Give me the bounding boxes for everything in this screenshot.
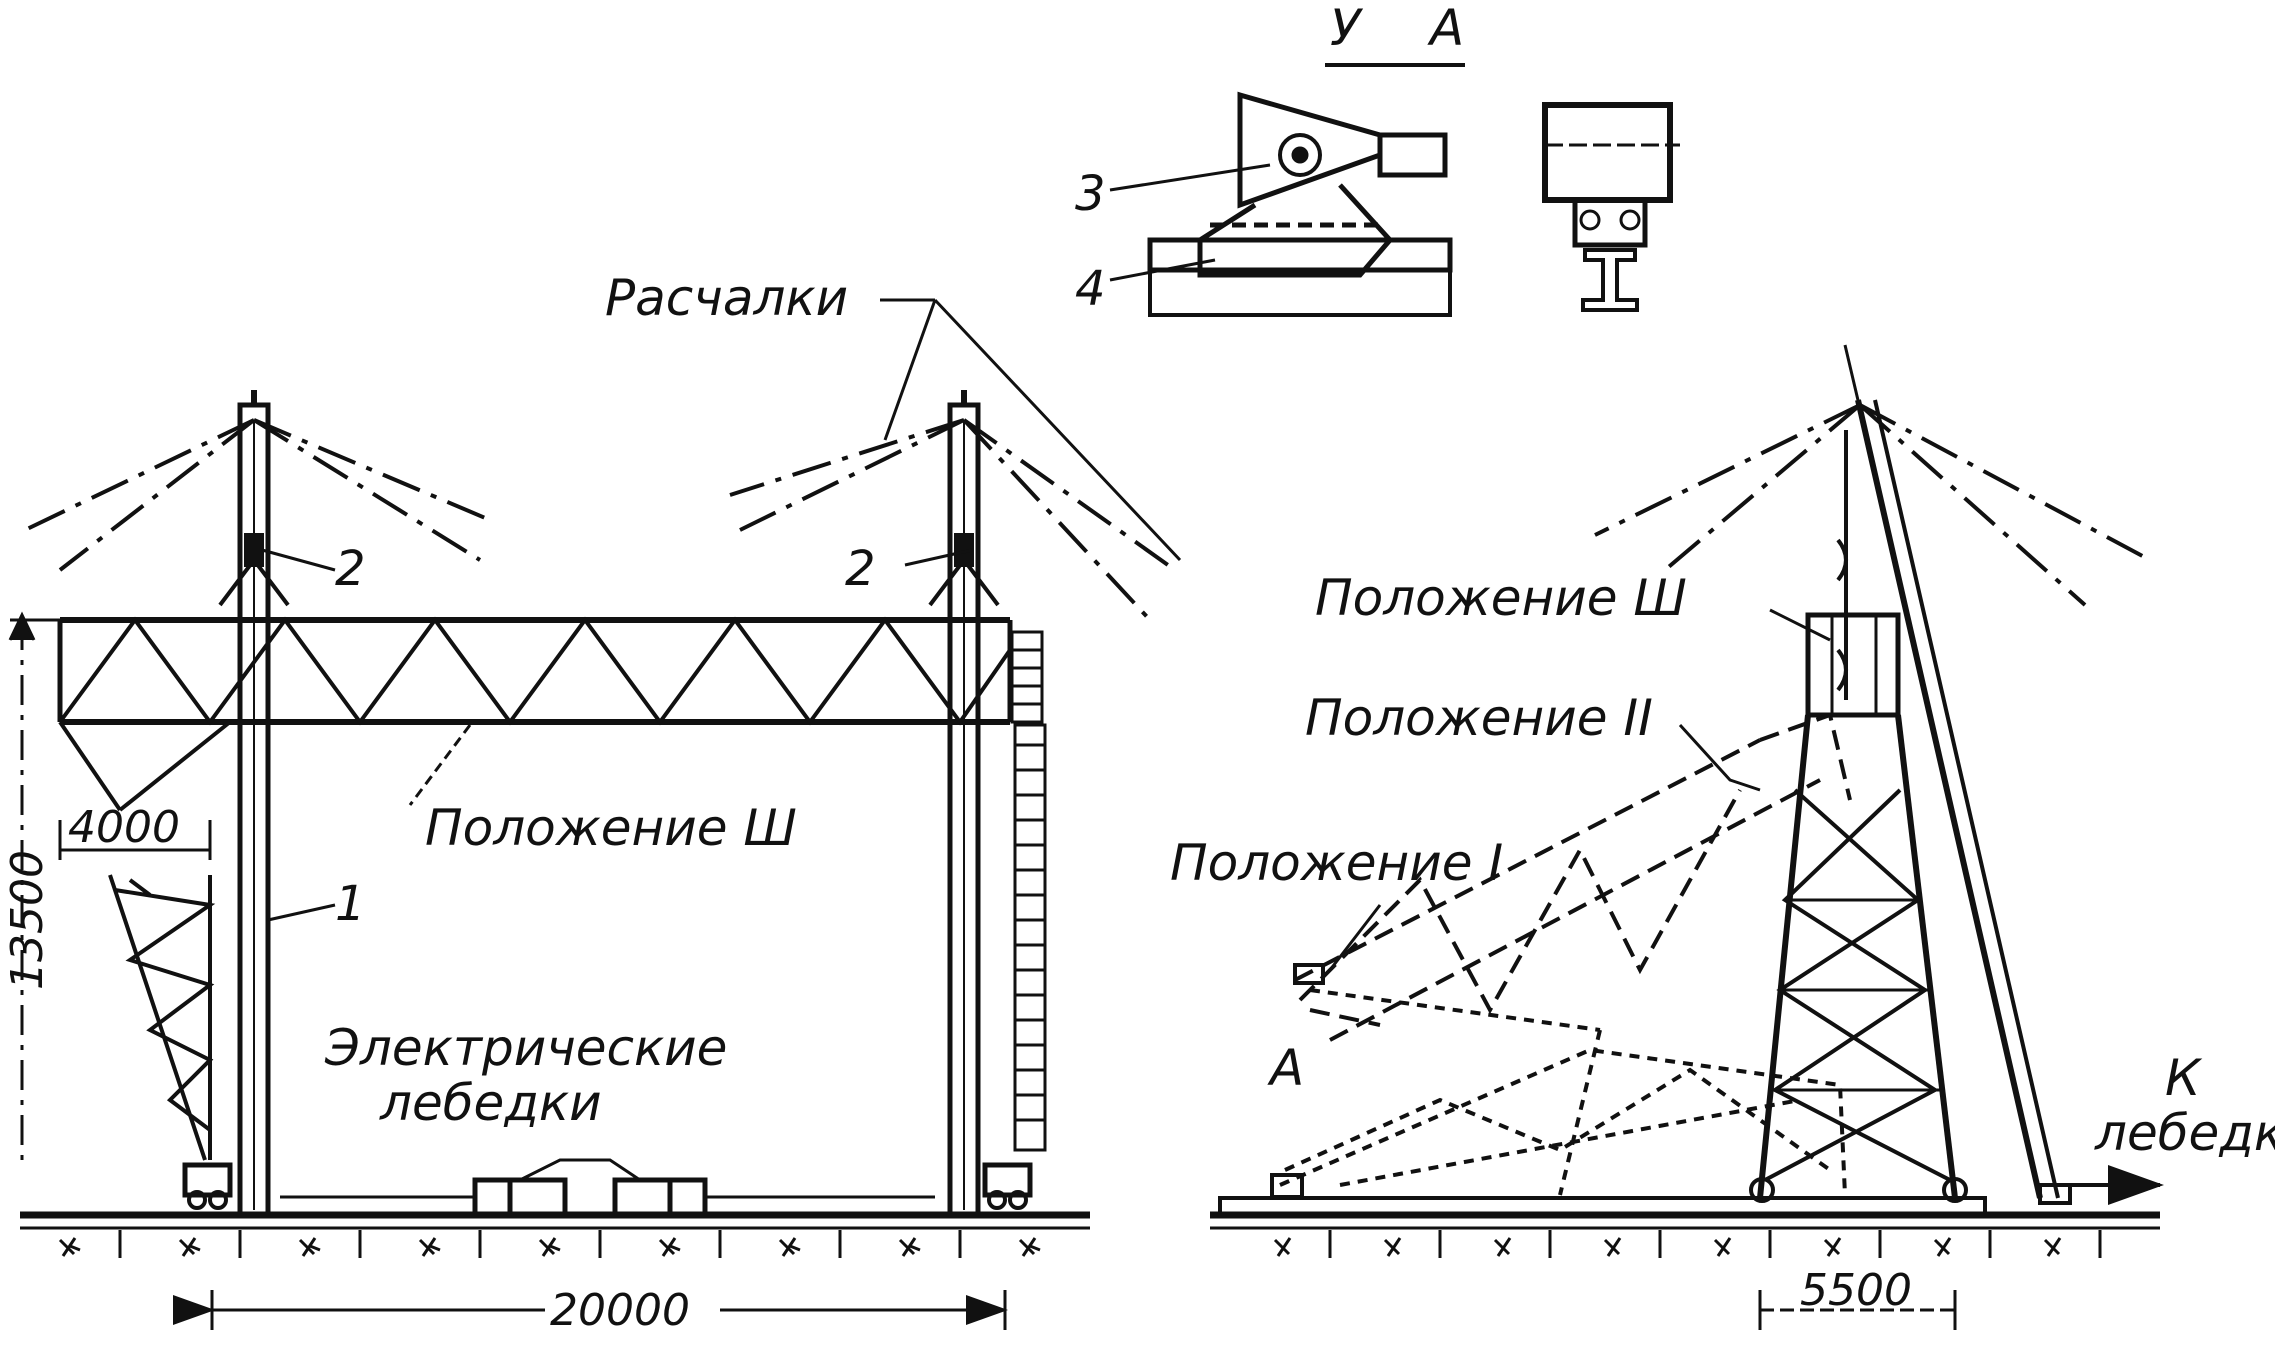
- callout-2-left: 2: [335, 541, 366, 597]
- base-rail: [1218, 1196, 1987, 1216]
- side-ladder: [1010, 630, 1047, 1152]
- view-label-left: У: [1330, 0, 1364, 57]
- to-winch-label-2: лебедке: [2094, 1104, 2275, 1162]
- base-dimension: [1758, 1290, 1957, 1330]
- callout-3: 3: [1075, 166, 1106, 222]
- right-carriage: [982, 1162, 1033, 1210]
- truss-position-2: [1294, 712, 1852, 1042]
- shoe-a: [1270, 1173, 1304, 1199]
- shoe-swing-tip: [1293, 963, 1325, 985]
- height-dimension: [8, 611, 60, 1160]
- right-mast: [928, 390, 1000, 1218]
- ground-right: [1210, 1211, 2160, 1258]
- winches-label-1: Электрические: [324, 1019, 727, 1077]
- left-carriage: [182, 1162, 233, 1210]
- position-3-label-left: Положение Ш: [425, 799, 797, 857]
- hoist-hook: [1836, 430, 1848, 700]
- span-dimension: [173, 1290, 1008, 1330]
- to-winch-label-1: К: [2165, 1049, 2203, 1107]
- truss-position-1: [1279, 988, 1847, 1196]
- guys-label: Расчалки: [605, 269, 848, 327]
- winches-label-2: лебедки: [379, 1074, 602, 1132]
- guy-ropes-left: [24, 418, 1177, 622]
- leaders-left: [261, 298, 1182, 1182]
- position-2-label: Положение II: [1305, 689, 1653, 747]
- detail-leaders: [1109, 163, 1271, 282]
- right-view: [1210, 344, 2164, 1330]
- leaders-right: [1328, 608, 1831, 971]
- detail-shoe: [1147, 91, 1453, 317]
- gin-pole: [1843, 344, 2072, 1205]
- detail-section: [1542, 102, 1680, 312]
- side-strut: [108, 874, 216, 1161]
- detail-view: [1109, 63, 1680, 317]
- view-label-right: А: [1427, 0, 1464, 57]
- position-1-label: Положение I: [1170, 834, 1503, 892]
- callout-2-right: 2: [845, 541, 876, 597]
- point-a-label: А: [1267, 1039, 1304, 1097]
- left-view: [8, 298, 1182, 1330]
- overhang-dimension: [58, 820, 212, 860]
- callout-4: 4: [1075, 261, 1106, 317]
- base-value: 5500: [1800, 1265, 1912, 1316]
- height-value: 13500: [2, 850, 53, 990]
- ground-left: [20, 1211, 1090, 1258]
- truss-position-3: [1749, 612, 1968, 1203]
- electric-winches: [280, 1177, 935, 1217]
- position-3-label-right: Положение Ш: [1315, 569, 1687, 627]
- overhang-value: 4000: [68, 802, 180, 853]
- callout-1: 1: [335, 876, 366, 932]
- left-mast: [218, 390, 290, 1218]
- guy-ropes-right: [1594, 403, 2151, 607]
- span-value: 20000: [550, 1285, 690, 1336]
- bridge-truss: [57, 616, 1013, 812]
